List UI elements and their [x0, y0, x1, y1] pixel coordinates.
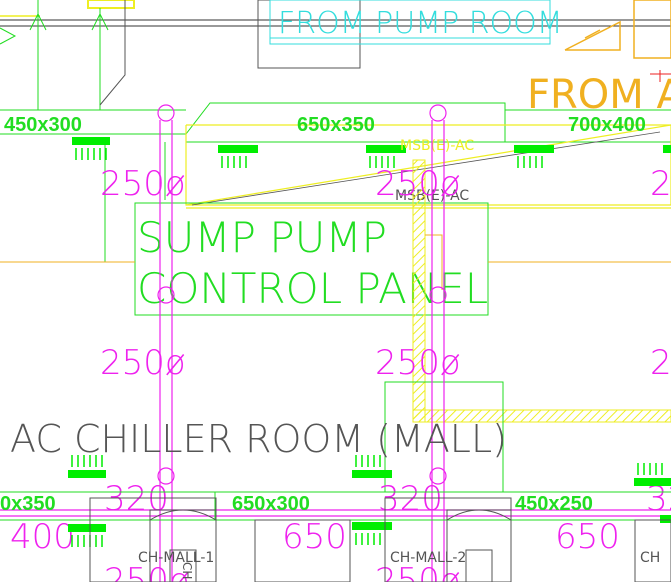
magenta-pipes — [0, 104, 671, 582]
pipe-size-250-d: 250ø — [375, 343, 461, 383]
pipe-size-650-a: 650 — [282, 517, 347, 557]
cable-tray — [412, 159, 671, 423]
sump-pump-line1: SUMP PUMP — [137, 213, 387, 262]
pipe-size-2-partial-a: 2 — [650, 164, 671, 204]
pipe-size-650-b: 650 — [555, 517, 620, 557]
pipe-size-250-bottom-b: 250ø — [375, 561, 461, 582]
grille-1 — [72, 137, 110, 160]
top-left-fragments — [0, 0, 135, 110]
pipe-size-400: 400 — [10, 517, 75, 557]
grille-5 — [68, 455, 106, 478]
pipe-size-320-b: 320 — [378, 479, 443, 519]
msb-upper-label: MSB(E)-AC — [400, 138, 474, 154]
ch-partial-label: CH — [640, 550, 660, 566]
grille-6 — [352, 455, 392, 478]
top-boundary-lines — [0, 19, 671, 27]
from-pump-room-label: FROM PUMP ROOM — [278, 6, 563, 41]
pipe-size-2-partial-b: 2 — [650, 343, 671, 383]
pipe-size-250-b: 250ø — [375, 164, 461, 204]
ch-mall-1-label: CH-MALL-1 — [138, 550, 214, 566]
duct-size-650x300: 650x300 — [232, 493, 310, 515]
pipe-size-labels: 250ø 250ø 2 250ø 250ø 2 320 320 32 400 6… — [10, 164, 671, 582]
pipe-size-250-a: 250ø — [100, 164, 186, 204]
duct-size-650x350: 650x350 — [297, 114, 375, 136]
yellow-diagonal-duct — [185, 124, 671, 209]
pipe-size-250-c: 250ø — [100, 343, 186, 383]
from-partial-label: FROM A — [527, 72, 671, 118]
grille-7 — [634, 463, 671, 486]
lower-grilles — [68, 455, 671, 547]
grille-9 — [352, 522, 392, 545]
pipe-size-320-a: 320 — [104, 479, 169, 519]
sump-pump-panel: SUMP PUMP CONTROL PANEL — [0, 202, 671, 316]
upper-grilles — [72, 137, 671, 168]
grille-3 — [366, 145, 406, 168]
ch-vertical-label: CH — [180, 562, 194, 579]
upper-duct-labels: 450x300 650x350 700x400 — [4, 114, 646, 136]
duct-size-700x400: 700x400 — [568, 114, 646, 136]
chiller-labels: CH-MALL-1 CH-MALL-2 CH CH — [138, 550, 660, 579]
duct-size-450x300: 450x300 — [4, 114, 82, 136]
from-pump-room-box: FROM PUMP ROOM — [257, 0, 563, 69]
chiller-room-label: AC CHILLER ROOM (MALL) — [10, 417, 507, 461]
ch-mall-2-label: CH-MALL-2 — [390, 550, 466, 566]
sump-pump-line2: CONTROL PANEL — [137, 264, 488, 313]
grille-2 — [218, 145, 258, 168]
lower-duct-labels: 0x350 650x300 450x250 — [0, 493, 593, 515]
grille-4 — [514, 145, 554, 168]
duct-size-450x250: 450x250 — [515, 493, 593, 515]
pipe-size-250-bottom-a: 250ø — [104, 561, 190, 582]
chiller-units — [89, 497, 671, 582]
duct-size-0x350: 0x350 — [0, 493, 56, 515]
